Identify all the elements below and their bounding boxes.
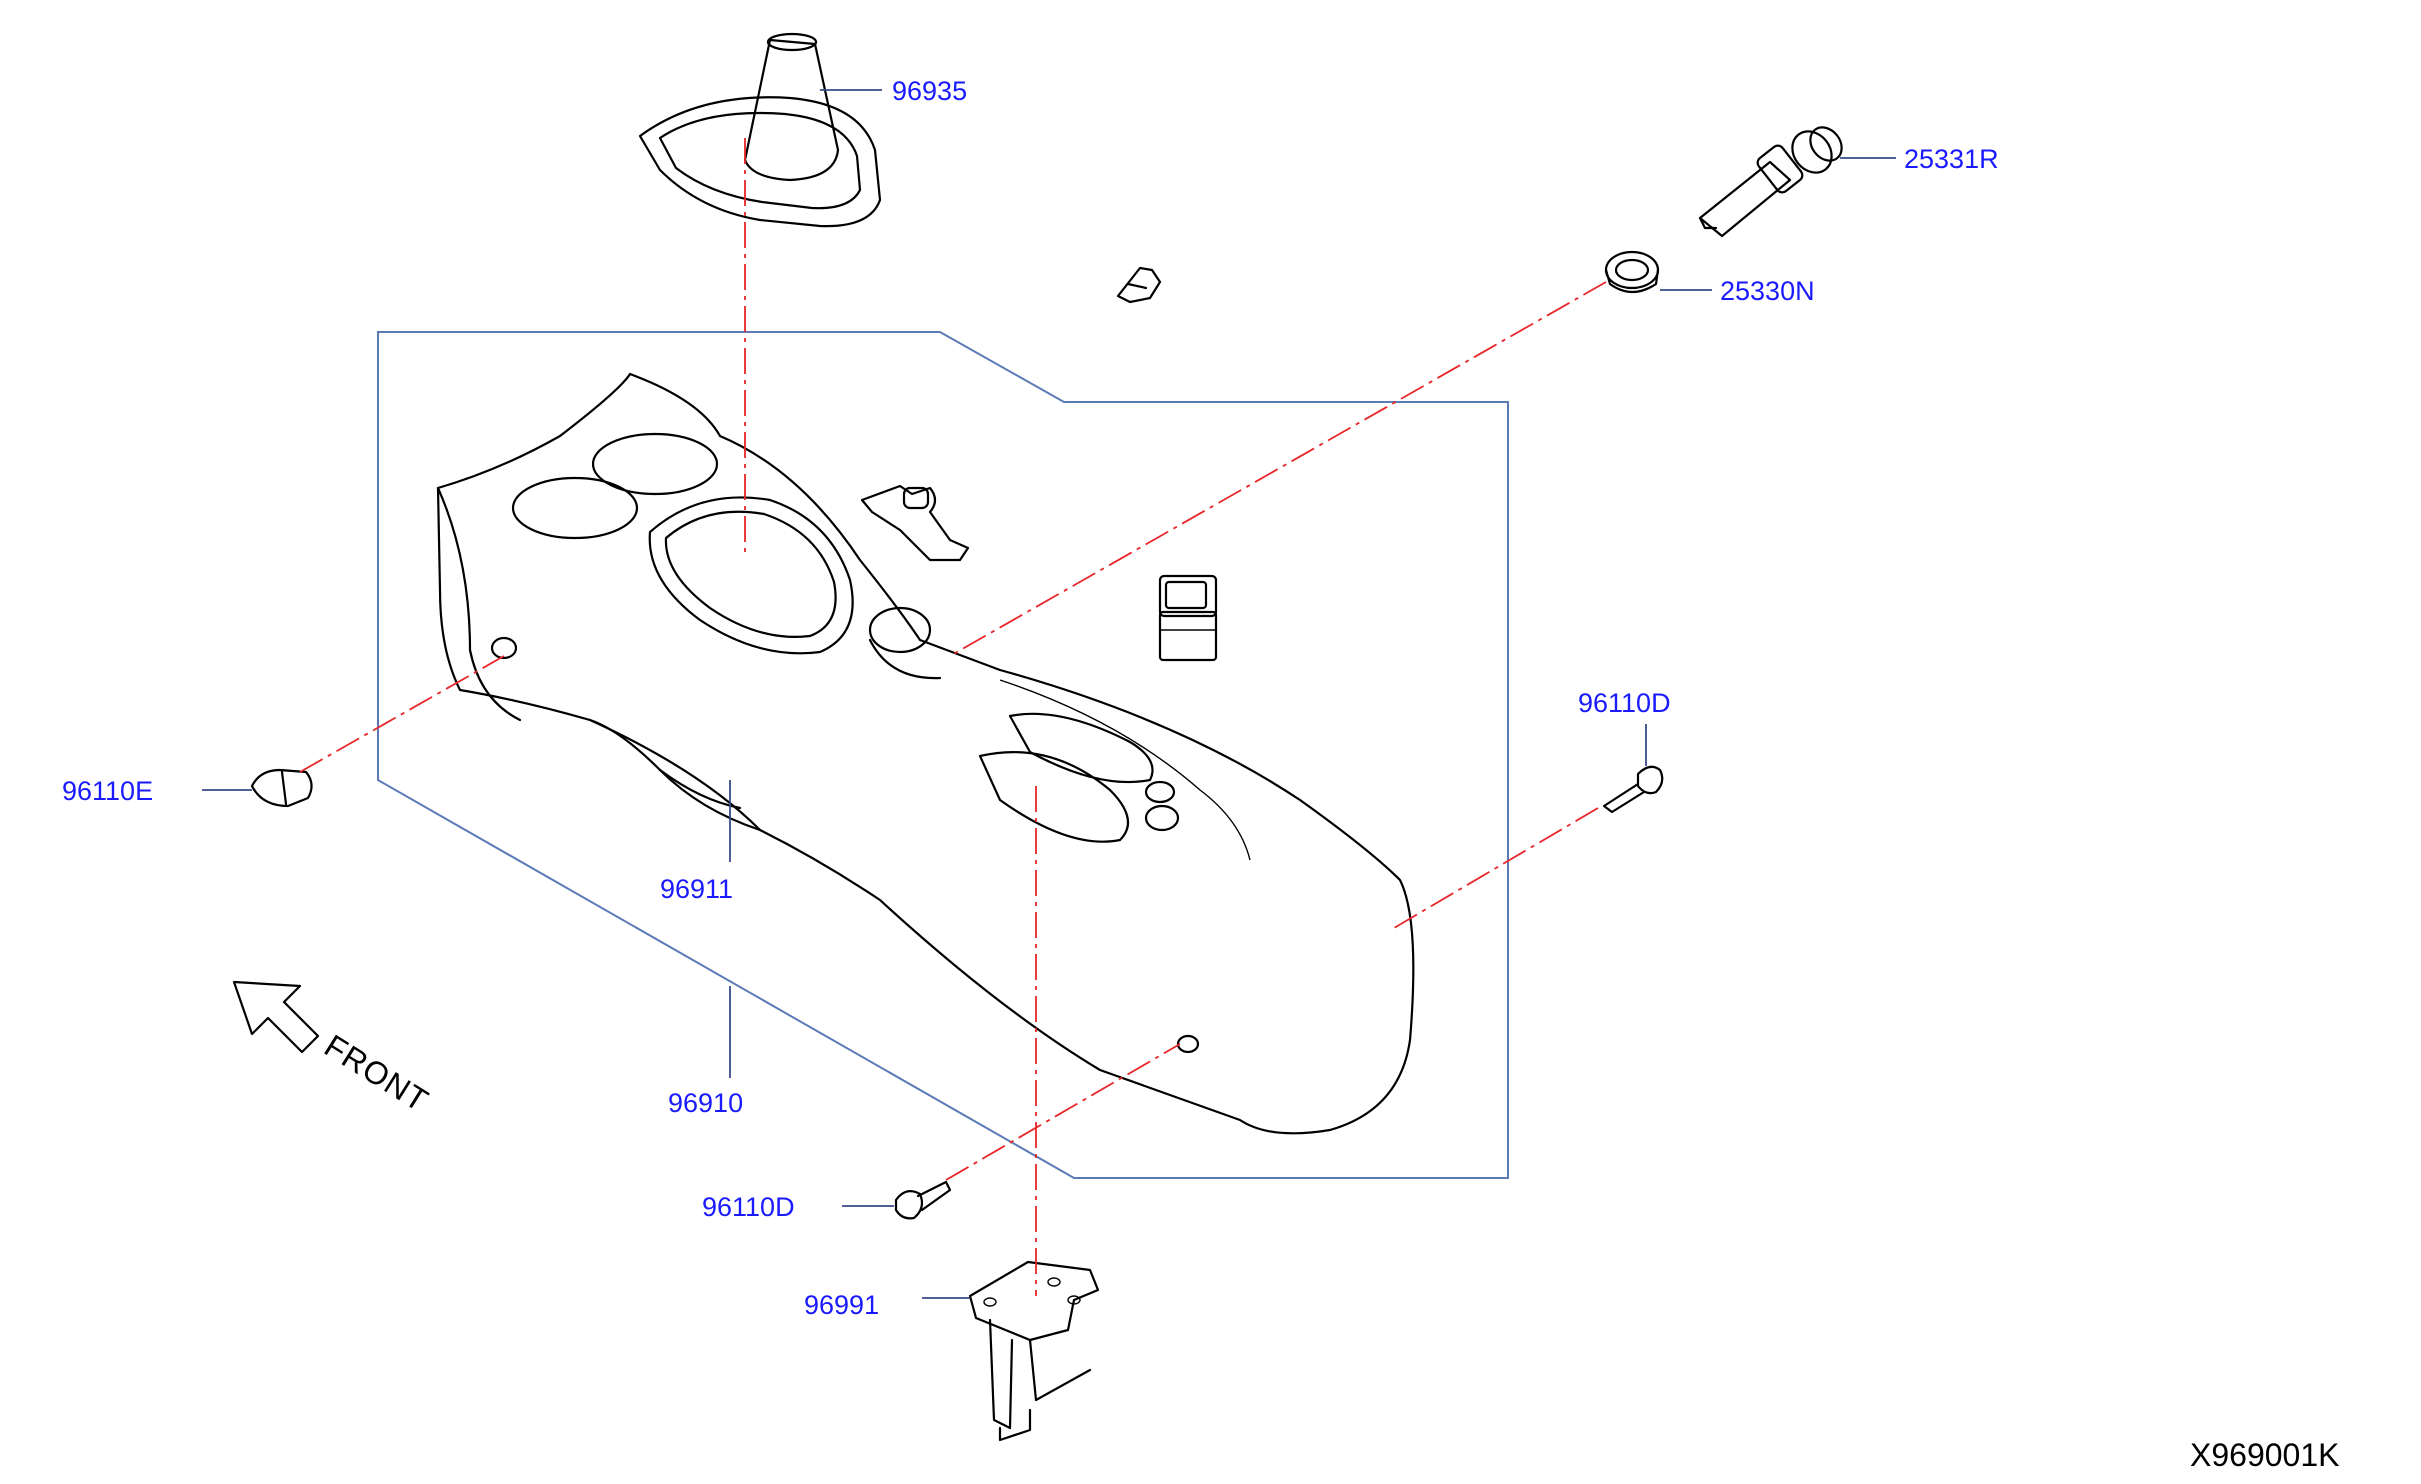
callout-lighter-plug: 25331R <box>1904 144 1999 174</box>
front-direction-indicator: FRONT <box>232 980 435 1119</box>
shift-boot-part[interactable] <box>638 32 882 228</box>
screw-bottom-part[interactable] <box>894 1180 952 1220</box>
callout-bracket: 96991 <box>804 1290 879 1320</box>
centerline-screw-right <box>1393 807 1599 929</box>
diagram-code: X969001K <box>2190 1437 2339 1473</box>
clip-left-part[interactable] <box>250 768 313 808</box>
lighter-socket-part[interactable] <box>1604 250 1660 294</box>
callout-screw-bottom: 96110D <box>702 1192 795 1222</box>
console-body-part[interactable] <box>436 372 1415 1135</box>
callout-console-body: 96911 <box>660 874 733 904</box>
screw-right-part[interactable] <box>1602 765 1664 814</box>
bracket-part[interactable] <box>968 1260 1100 1442</box>
lighter-plug-part[interactable] <box>1698 121 1848 238</box>
front-label: FRONT <box>318 1027 435 1119</box>
centerline-screw-bottom <box>945 1043 1181 1181</box>
callout-clip-left: 96110E <box>62 776 153 806</box>
assembly-frame <box>377 331 1509 1179</box>
centerline-clip-left <box>299 655 505 773</box>
callout-shift-boot: 96935 <box>892 76 967 106</box>
callout-lighter-socket: 25330N <box>1720 276 1815 306</box>
callout-screw-right: 96110D <box>1578 688 1671 718</box>
front-arrow-icon <box>232 980 320 1054</box>
callout-console-assembly: 96910 <box>668 1088 743 1118</box>
push-clip-small[interactable] <box>1116 266 1162 304</box>
console-switch-bracket[interactable] <box>860 484 970 562</box>
console-switch-part[interactable] <box>1158 574 1218 662</box>
